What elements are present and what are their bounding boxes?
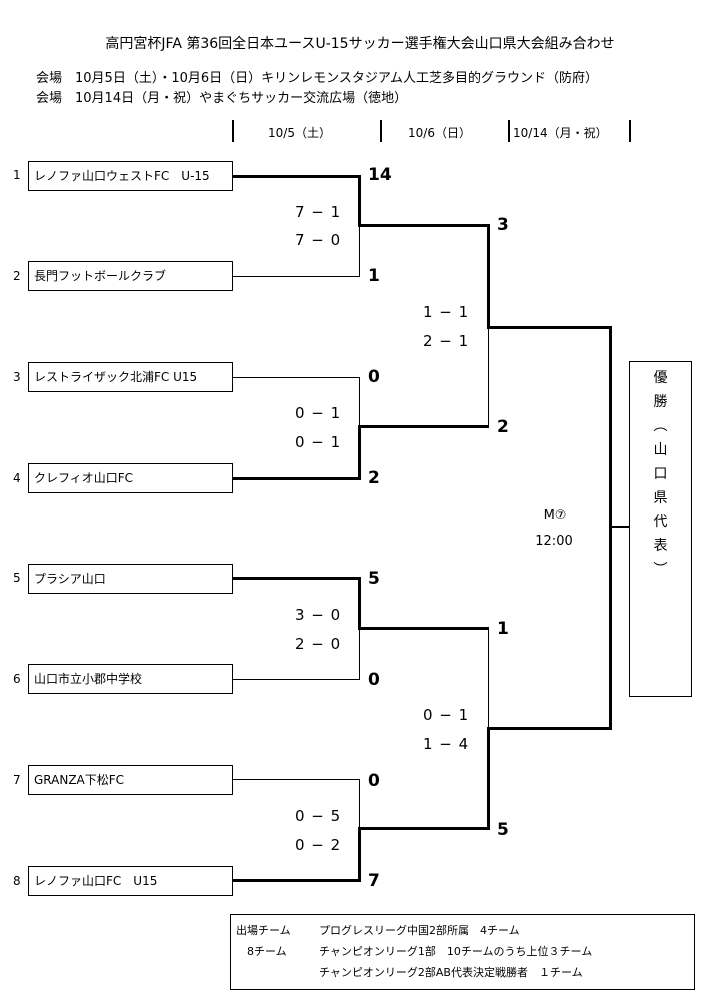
venue-line-2: 会場 10月14日（月・祝）やまぐちサッカー交流広場（徳地） [36, 91, 408, 106]
bracket-line-winner [358, 425, 489, 428]
bracket-line [488, 627, 489, 729]
bracket-line [488, 328, 489, 427]
team-box: プラシア山口 [28, 564, 233, 594]
participant-notes: 出場チーム プログレスリーグ中国2部所属 4チーム 8チーム チャンピオンリーグ… [230, 914, 695, 990]
final-match-time: 12:00 [535, 534, 573, 549]
champion-char: 代 [653, 514, 668, 530]
half-score: 0 − 1 [423, 706, 470, 724]
half-score: 2 − 1 [423, 332, 470, 350]
score: 14 [368, 165, 392, 185]
champion-label: 優 勝 ︵ 山 口 県 代 表 ︶ [630, 366, 691, 582]
bracket-line [233, 377, 360, 378]
champion-char: ︵ [653, 418, 668, 434]
team-box: レノファ山口FC U15 [28, 866, 233, 896]
bracket-line-final [609, 326, 612, 730]
bracket-line-winner [487, 727, 611, 730]
champion-char: ︶ [653, 562, 668, 578]
bracket-line [233, 779, 360, 780]
bracket-line [233, 679, 360, 680]
half-score: 2 − 0 [295, 635, 342, 653]
team-seed: 8 [13, 874, 21, 888]
half-score: 0 − 1 [295, 404, 342, 422]
date-divider [629, 120, 631, 142]
champion-box: 優 勝 ︵ 山 口 県 代 表 ︶ [629, 361, 692, 697]
bracket-line [359, 779, 360, 829]
champion-char: 口 [653, 466, 668, 482]
score: 7 [368, 871, 380, 891]
date-round-1: 10/5（土） [268, 126, 331, 140]
half-score: 0 − 5 [295, 807, 342, 825]
bracket-line [233, 276, 360, 277]
score: 3 [497, 215, 509, 235]
score: 5 [497, 820, 509, 840]
date-divider [232, 120, 234, 142]
team-seed: 1 [13, 168, 21, 182]
half-score: 3 − 0 [295, 606, 342, 624]
bracket-line-winner [233, 879, 360, 882]
bracket-line-winner [358, 827, 489, 830]
bracket-line [359, 377, 360, 427]
score: 0 [368, 771, 380, 791]
bracket-line-final [610, 526, 630, 528]
team-box: レストライザック北浦FC U15 [28, 362, 233, 392]
note-text: チャンピオンリーグ2部AB代表決定戦勝者 １チーム [319, 966, 583, 979]
venue-line-1: 会場 10月5日（土）・10月6日（日）キリンレモンスタジアム人工芝多目的グラウ… [36, 71, 598, 86]
score: 1 [497, 619, 509, 639]
champion-char: 山 [653, 442, 668, 458]
note-label: 8チーム [236, 945, 287, 958]
team-box: 長門フットボールクラブ [28, 261, 233, 291]
team-box: レノファ山口ウェストFC U-15 [28, 161, 233, 191]
team-box: クレフィオ山口FC [28, 463, 233, 493]
page-title: 高円宮杯JFA 第36回全日本ユースU-15サッカー選手権大会山口県大会組み合わ… [105, 36, 615, 52]
note-text: チャンピオンリーグ1部 10チームのうち上位３チーム [319, 945, 593, 958]
bracket-line-winner [358, 627, 489, 630]
note-label: 出場チーム [236, 924, 291, 937]
champion-char: 勝 [653, 394, 668, 410]
champion-char: 県 [653, 490, 668, 506]
half-score: 1 − 1 [423, 303, 470, 321]
score: 2 [497, 417, 509, 437]
half-score: 1 − 4 [423, 735, 470, 753]
half-score: 0 − 2 [295, 836, 342, 854]
team-seed: 5 [13, 571, 21, 585]
half-score: 7 − 0 [295, 231, 342, 249]
team-box: 山口市立小郡中学校 [28, 664, 233, 694]
score: 1 [368, 266, 380, 286]
team-seed: 7 [13, 773, 21, 787]
date-divider [508, 120, 510, 142]
bracket-line-winner [233, 175, 360, 178]
bracket-line-winner [487, 326, 611, 329]
date-divider [380, 120, 382, 142]
bracket-line-winner [233, 577, 360, 580]
bracket-line [359, 225, 360, 276]
bracket-line-winner [358, 828, 361, 882]
team-seed: 2 [13, 269, 21, 283]
note-text: プログレスリーグ中国2部所属 4チーム [319, 924, 520, 937]
half-score: 7 − 1 [295, 203, 342, 221]
team-seed: 6 [13, 672, 21, 686]
half-score: 0 − 1 [295, 433, 342, 451]
bracket-line-winner [233, 477, 360, 480]
bracket-line-winner [487, 224, 490, 328]
bracket-line-winner [358, 577, 361, 629]
team-seed: 4 [13, 471, 21, 485]
champion-char: 表 [653, 538, 668, 554]
bracket-line [359, 628, 360, 679]
bracket-line-winner [358, 224, 489, 227]
final-match-number: M⑦ [543, 508, 567, 523]
score: 5 [368, 569, 380, 589]
score: 0 [368, 367, 380, 387]
score: 0 [368, 670, 380, 690]
score: 2 [368, 468, 380, 488]
team-seed: 3 [13, 370, 21, 384]
date-round-3: 10/14（月・祝） [513, 126, 608, 140]
bracket-line-winner [487, 728, 490, 830]
team-box: GRANZA下松FC [28, 765, 233, 795]
bracket-line-winner [358, 175, 361, 225]
date-round-2: 10/6（日） [408, 126, 471, 140]
champion-char: 優 [653, 370, 668, 386]
bracket-line-winner [358, 426, 361, 480]
